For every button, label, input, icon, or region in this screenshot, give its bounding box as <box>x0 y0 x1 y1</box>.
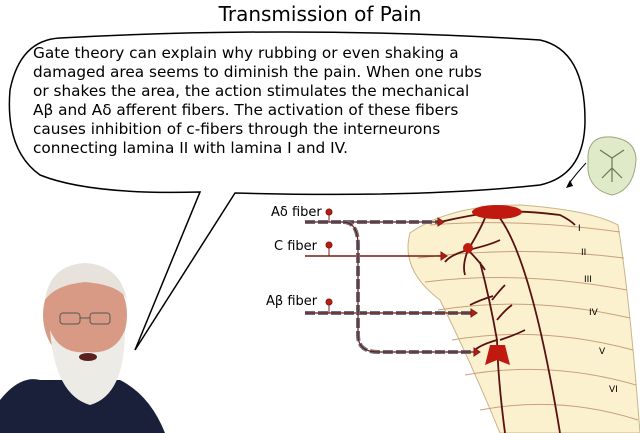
a-delta-fiber-label: Aδ fiber <box>271 205 322 220</box>
bubble-line: Aβ and Aδ afferent fibers. The activatio… <box>33 101 459 119</box>
speech-bubble <box>8 31 586 351</box>
bubble-line: Gate theory can explain why rubbing or e… <box>33 44 459 62</box>
dorsal-horn-diagram <box>407 204 640 433</box>
lamina-label: VI <box>609 385 618 395</box>
speaker-photo <box>0 263 165 433</box>
spinal-cord-cross-section-icon <box>566 136 637 196</box>
bubble-line: connecting lamina II with lamina I and I… <box>33 139 348 157</box>
c-fiber-label: C fiber <box>274 239 317 254</box>
lamina-label: II <box>581 248 587 258</box>
lamina-label: IV <box>589 308 598 318</box>
bubble-line: causes inhibition of c-fibers through th… <box>33 120 441 138</box>
bubble-line: or shakes the area, the action stimulate… <box>33 82 470 100</box>
lamina-label: V <box>599 347 606 357</box>
speech-bubble-text: Gate theory can explain why rubbing or e… <box>33 44 578 158</box>
lamina-label: I <box>578 224 581 234</box>
page-title: Transmission of Pain <box>218 2 422 26</box>
a-beta-fiber-label: Aβ fiber <box>266 294 318 309</box>
fibers <box>305 208 481 357</box>
bubble-line: damaged area seems to diminish the pain.… <box>33 63 482 81</box>
lamina-label: III <box>584 275 592 285</box>
